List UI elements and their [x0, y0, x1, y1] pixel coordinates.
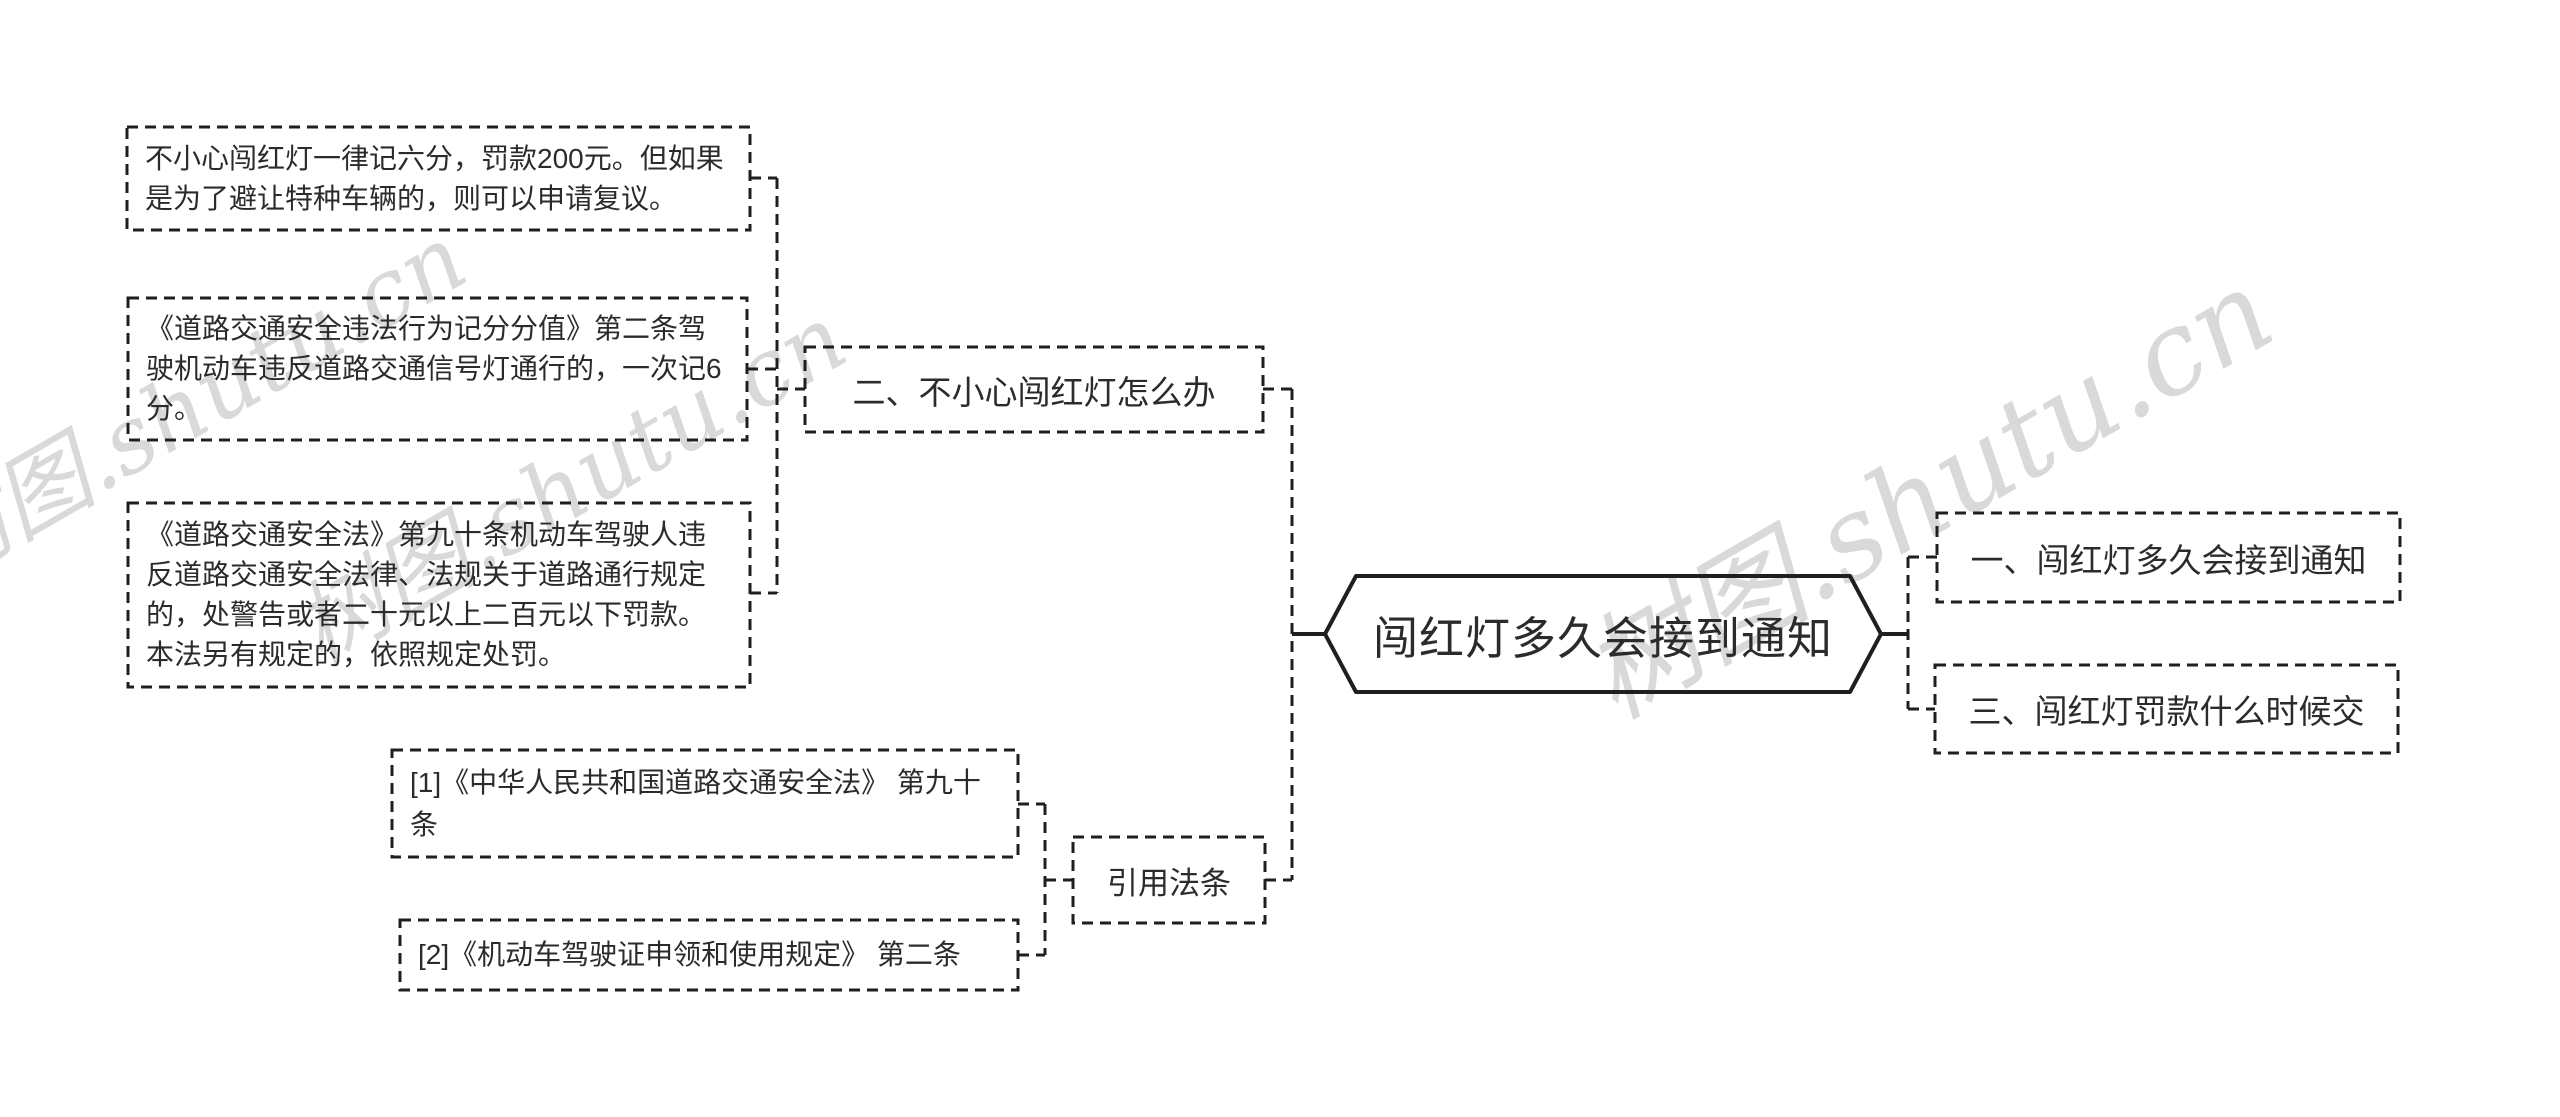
references-node[interactable]: 引用法条 [1073, 837, 1265, 923]
note-text: 《道路交通安全法》第九十条机动车驾驶人违反道路交通安全法律、法规关于道路通行规定… [146, 519, 707, 670]
note-3-border [126, 501, 752, 689]
citation-1-border [390, 748, 1020, 859]
citation-text: [2]《机动车驾驶证申领和使用规定》 第二条 [418, 939, 961, 970]
center-hexagon [1323, 574, 1883, 694]
topic-node-2[interactable]: 二、不小心闯红灯怎么办 [805, 347, 1263, 432]
topic-node-1[interactable]: 一、闯红灯多久会接到通知 [1937, 513, 2400, 602]
topic-label: 一、闯红灯多久会接到通知 [1970, 541, 2367, 579]
topic-label: 二、不小心闯红灯怎么办 [852, 373, 1216, 411]
topic-1-border [1935, 511, 2402, 604]
note-box-rule-six-points[interactable]: 不小心闯红灯一律记六分，罚款200元。但如果是为了避让特种车辆的，则可以申请复议… [127, 127, 750, 230]
center-topic-label: 闯红灯多久会接到通知 [1372, 612, 1833, 664]
note-text: 不小心闯红灯一律记六分，罚款200元。但如果是为了避让特种车辆的，则可以申请复议… [145, 142, 724, 214]
topic-3-border [1933, 663, 2400, 755]
references-label: 引用法条 [1107, 865, 1231, 901]
citation-box-2[interactable]: [2]《机动车驾驶证申领和使用规定》 第二条 [400, 920, 1018, 990]
topic-node-3[interactable]: 三、闯红灯罚款什么时候交 [1935, 665, 2398, 753]
citation-box-1[interactable]: [1]《中华人民共和国道路交通安全法》 第九十条 [392, 750, 1018, 857]
note-box-road-safety-law[interactable]: 《道路交通安全法》第九十条机动车驾驶人违反道路交通安全法律、法规关于道路通行规定… [128, 503, 750, 687]
note-text: 《道路交通安全违法行为记分分值》第二条驾驶机动车违反道路交通信号灯通行的，一次记… [146, 313, 722, 424]
note-box-score-rule[interactable]: 《道路交通安全违法行为记分分值》第二条驾驶机动车违反道路交通信号灯通行的，一次记… [128, 298, 747, 440]
topic-label: 三、闯红灯罚款什么时候交 [1968, 693, 2365, 730]
center-topic-node[interactable]: 闯红灯多久会接到通知 [1356, 576, 1850, 692]
citation-text: [1]《中华人民共和国道路交通安全法》 第九十条 [410, 766, 981, 840]
